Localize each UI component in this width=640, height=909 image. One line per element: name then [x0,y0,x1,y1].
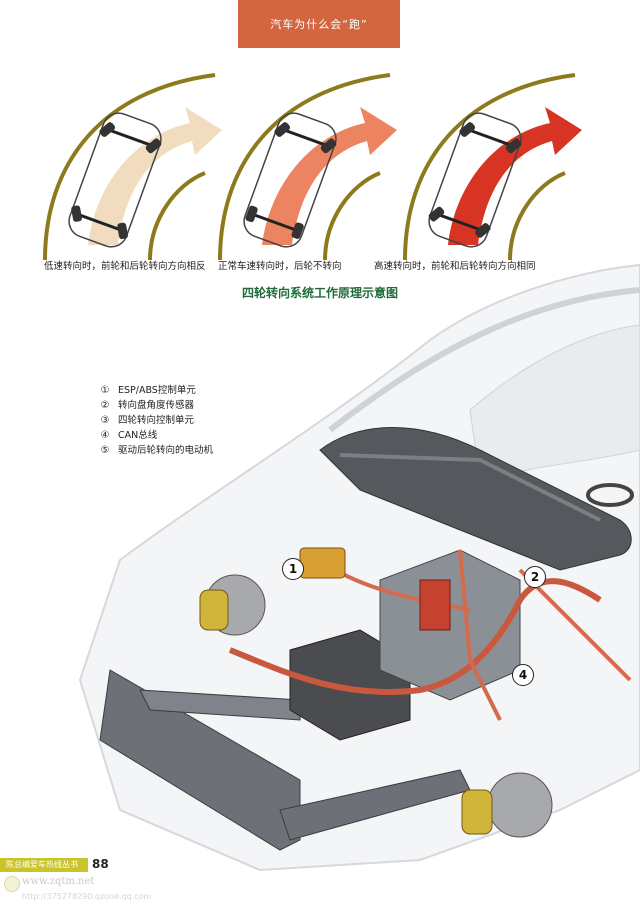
window-glass [469,324,640,481]
book-series-label: 陈总编爱车热线丛书 [0,858,88,872]
direction-arrow [88,107,222,245]
legend-number: ④ [100,429,110,441]
windshield-frame [328,287,640,433]
dashboard [319,427,632,571]
caption-low-speed: 低速转向时，前轮和后轮转向方向相反 [44,261,206,272]
legend-label: ESP/ABS控制单元 [118,385,196,396]
inner-arc [323,171,381,261]
four-wheel-steering-diagrams [43,73,582,261]
watermark-sub-url: http://375278290.qzone.qq.com [22,892,152,901]
legend-label: 四轮转向控制单元 [118,415,195,426]
panel-low-speed [43,73,222,261]
direction-arrow [448,107,582,245]
wiring-harness [228,578,602,695]
legend-item: ① ESP/ABS控制单元 [100,383,213,398]
caption-high-speed: 高速转向时，前轮和后轮转向方向相同 [374,261,536,272]
legend-number: ② [100,399,110,411]
steering-wheel [586,483,634,507]
four-wheel-steering-control-unit [419,579,451,631]
front-right-brake-disc [487,772,553,838]
legend-label: 转向盘角度传感器 [118,400,195,411]
esp-abs-unit [299,547,346,579]
legend-label: CAN总线 [118,430,158,441]
car-body-outline [68,112,162,248]
legend-label: 驱动后轮转向的电动机 [118,445,214,456]
callout-2: 2 [524,566,546,588]
front-right-caliper [461,789,493,835]
chapter-header-tab: 汽车为什么会“跑” [238,0,400,48]
legend-number: ③ [100,414,110,426]
callout-4: 4 [512,664,534,686]
front-subframe [99,669,301,851]
legend-item: ② 转向盘角度传感器 [100,398,213,413]
diagram-title: 四轮转向系统工作原理示意图 [241,286,398,300]
inner-arc [148,171,206,261]
outer-arc [218,73,391,261]
legend-number: ① [100,384,110,396]
page-number: 88 [92,857,109,871]
outer-arc [43,73,216,261]
callout-1: 1 [282,558,304,580]
outer-arc [403,73,576,261]
car-body-outline [428,112,522,248]
panel-high-speed [403,73,582,261]
watermark-url: www.zqtm.net [22,876,95,887]
inner-arc [508,171,566,261]
legend-item: ③ 四轮转向控制单元 [100,413,213,428]
watermark-logo-icon [4,876,20,892]
legend-number: ⑤ [100,444,110,456]
page-footer: 陈总编爱车热线丛书 88 www.zqtm.net http://3752782… [0,857,640,909]
chapter-title: 汽车为什么会“跑” [270,18,368,31]
panel-normal-speed [218,73,397,261]
caption-normal-speed: 正常车速转向时，后轮不转向 [218,261,342,272]
component-legend: ① ESP/ABS控制单元 ② 转向盘角度传感器 ③ 四轮转向控制单元 ④ CA… [100,383,214,458]
car-chassis-illustration [78,263,640,872]
direction-arrow [262,107,397,245]
legend-item: ④ CAN总线 [100,428,213,443]
front-left-caliper [199,589,229,631]
legend-item: ⑤ 驱动后轮转向的电动机 [100,443,214,458]
car-body-outline [243,112,337,248]
